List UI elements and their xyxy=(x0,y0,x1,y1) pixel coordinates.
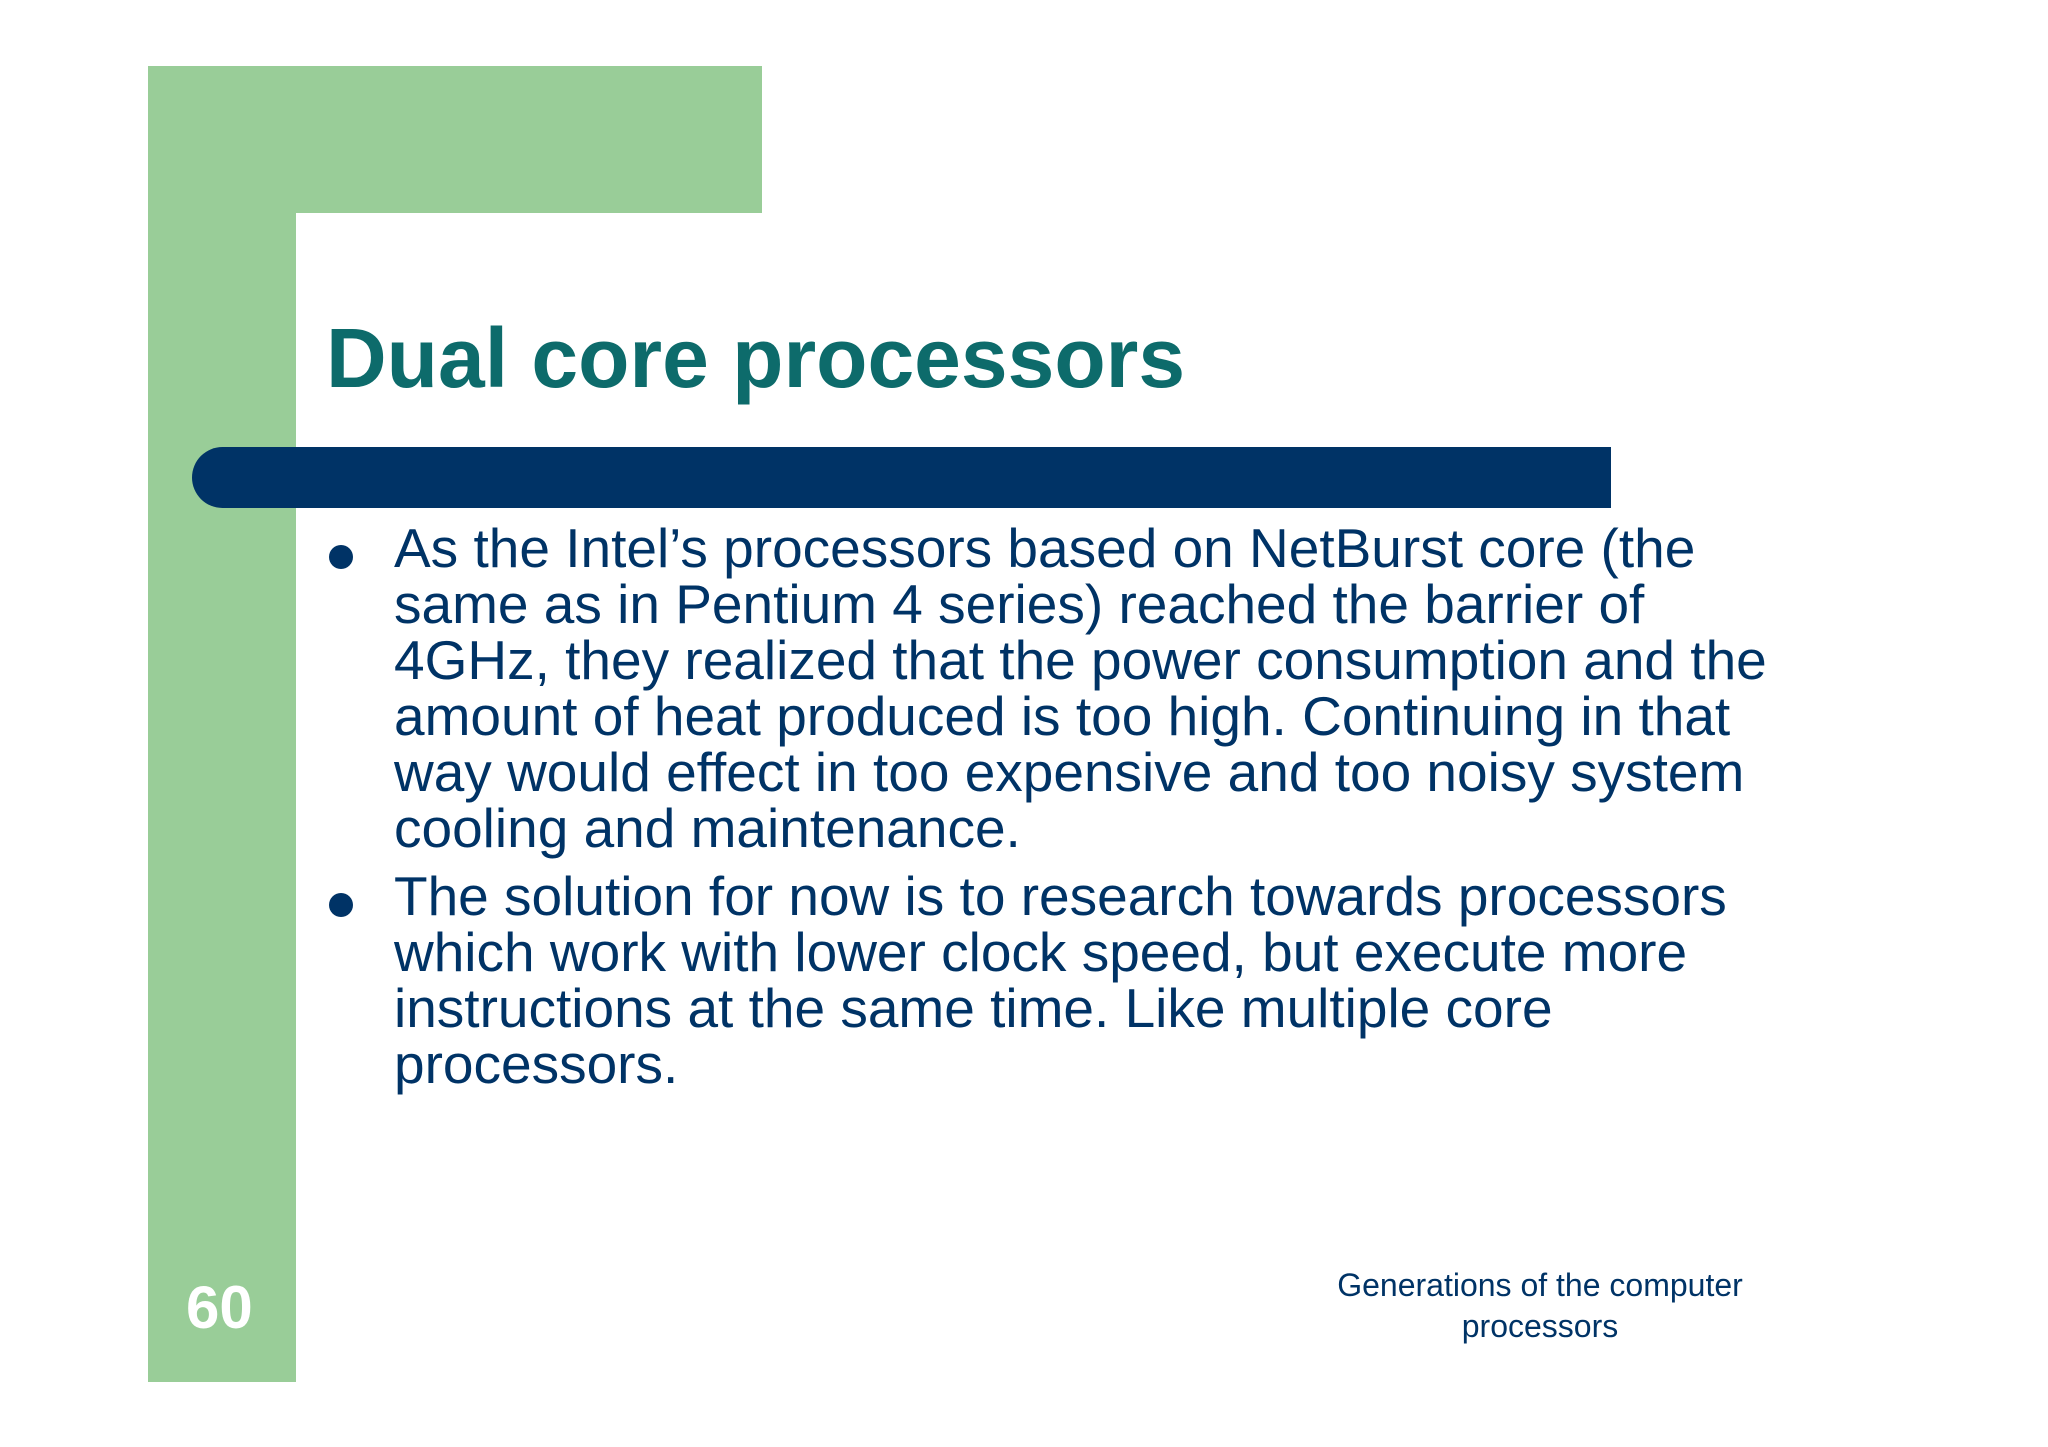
slide-title: Dual core processors xyxy=(326,311,1186,405)
bullet-text: The solution for now is to research towa… xyxy=(394,865,1727,1095)
bullet-dot-icon xyxy=(329,893,353,917)
bullet-dot-icon xyxy=(329,545,353,569)
bullet-item: The solution for now is to research towa… xyxy=(326,868,1786,1092)
bullet-text: As the Intel’s processors based on NetBu… xyxy=(394,517,1767,859)
bullet-list: As the Intel’s processors based on NetBu… xyxy=(326,520,1786,1104)
bullet-item: As the Intel’s processors based on NetBu… xyxy=(326,520,1786,856)
rounded-corner-decoration xyxy=(296,213,406,323)
green-decoration-left xyxy=(148,66,296,1382)
title-divider-bar xyxy=(192,447,1611,508)
slide-number: 60 xyxy=(186,1274,253,1341)
footer-text: Generations of the computer processors xyxy=(1337,1267,1743,1344)
